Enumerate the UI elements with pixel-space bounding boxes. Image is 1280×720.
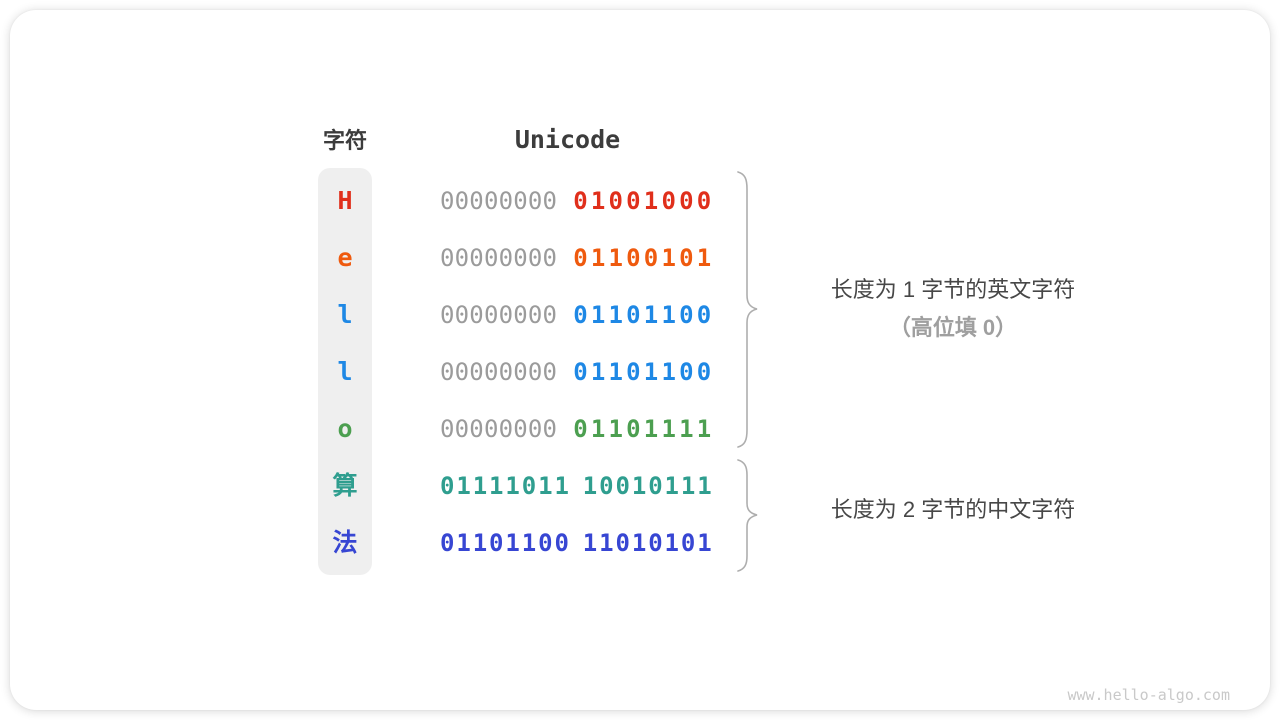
character-cell: e bbox=[337, 243, 353, 272]
character-cell: H bbox=[337, 186, 353, 215]
binary-value-row: 00000000 01101100 bbox=[440, 356, 714, 388]
low-byte: 01100101 bbox=[573, 244, 715, 272]
character-column-background bbox=[318, 168, 372, 575]
annotation-english-line1: 长度为 1 字节的英文字符 bbox=[830, 277, 1076, 302]
column-header-character: 字符 bbox=[322, 128, 367, 153]
annotation-english-line2: （高位填 0） bbox=[888, 315, 1018, 340]
diagram-card: 字符 Unicode H 00000000 01001000 e 00000000… bbox=[10, 10, 1270, 710]
high-byte: 01101100 bbox=[440, 529, 571, 557]
character-cell: l bbox=[337, 357, 353, 386]
high-byte: 00000000 bbox=[440, 301, 558, 329]
brace-english-group-icon bbox=[737, 171, 758, 448]
high-byte: 00000000 bbox=[440, 187, 558, 215]
low-byte: 10010111 bbox=[582, 472, 714, 500]
high-byte: 00000000 bbox=[440, 358, 558, 386]
high-byte: 00000000 bbox=[440, 415, 558, 443]
low-byte: 01101100 bbox=[573, 301, 715, 329]
high-byte: 00000000 bbox=[440, 244, 558, 272]
high-byte: 01111011 bbox=[440, 472, 571, 500]
binary-value-row: 00000000 01101111 bbox=[440, 413, 714, 445]
low-byte: 01101100 bbox=[573, 358, 715, 386]
low-byte: 01001000 bbox=[573, 187, 715, 215]
binary-value-row: 00000000 01100101 bbox=[440, 242, 714, 274]
annotation-chinese-line1: 长度为 2 字节的中文字符 bbox=[830, 497, 1076, 522]
watermark-url: www.hello-algo.com bbox=[1067, 686, 1230, 704]
brace-path bbox=[737, 171, 758, 448]
annotation-english-bytes: 长度为 1 字节的英文字符 （高位填 0） bbox=[770, 274, 1136, 344]
binary-value-row: 01101100 11010101 bbox=[440, 527, 714, 559]
binary-value-row: 00000000 01101100 bbox=[440, 299, 714, 331]
brace-path bbox=[737, 459, 758, 572]
binary-value-row: 00000000 01001000 bbox=[440, 185, 714, 217]
character-cell: 法 bbox=[332, 528, 358, 557]
character-cell: l bbox=[337, 300, 353, 329]
low-byte: 01101111 bbox=[573, 415, 715, 443]
brace-chinese-group-icon bbox=[737, 459, 758, 572]
character-cell: 算 bbox=[332, 471, 358, 500]
character-cell: o bbox=[337, 414, 353, 443]
annotation-chinese-bytes: 长度为 2 字节的中文字符 bbox=[770, 494, 1136, 526]
binary-value-row: 01111011 10010111 bbox=[440, 470, 714, 502]
column-header-unicode: Unicode bbox=[514, 125, 621, 154]
low-byte: 11010101 bbox=[582, 529, 714, 557]
